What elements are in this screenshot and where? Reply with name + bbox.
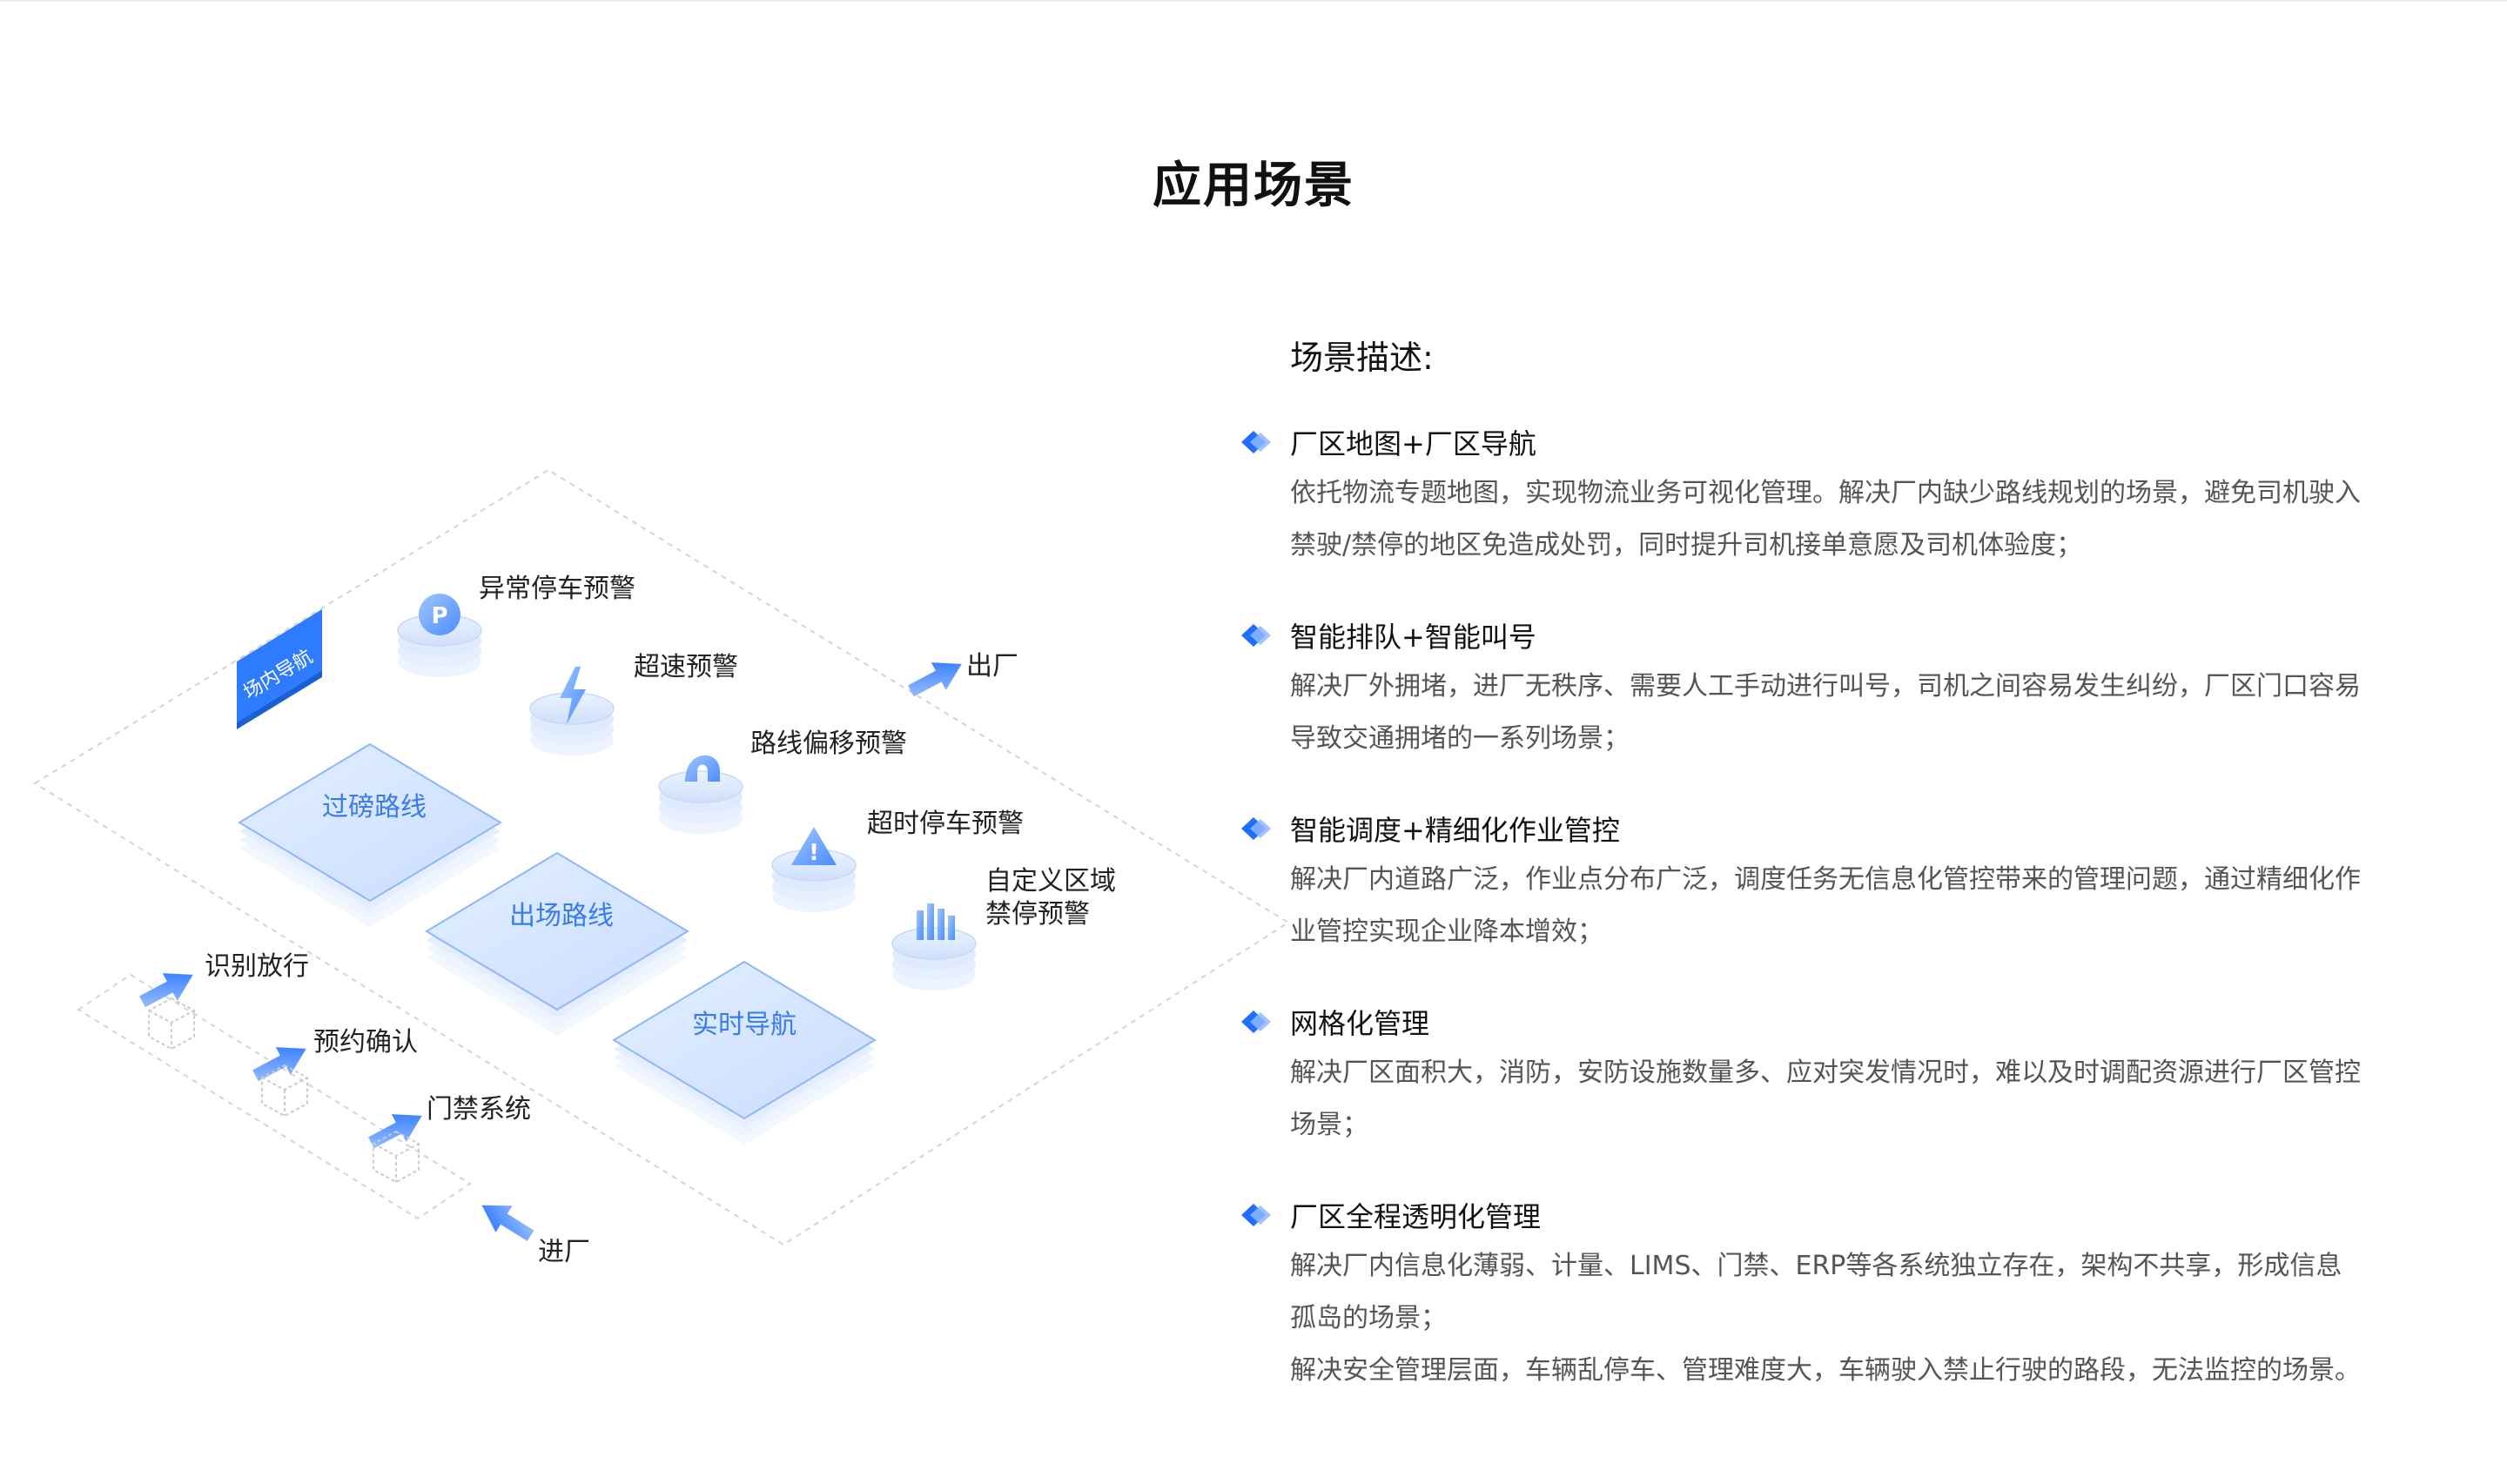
description-line: 场景； [1290, 1110, 1368, 1140]
alert-route-deviation: 路线偏移预警 [750, 729, 907, 759]
gate-step-reservation-label: 预约确认 [313, 1027, 418, 1058]
description-item-title: 厂区地图+厂区导航 [1290, 427, 1536, 460]
diamond-bullet-icon [1241, 431, 1271, 453]
exit-arrow-icon [904, 650, 970, 705]
description-line: 业管控实现企业降本增效； [1290, 917, 1603, 947]
coin-route-deviation [658, 755, 743, 834]
description-line: 解决安全管理层面，车辆乱停车、管理难度大，车辆驶入禁止行驶的路段，无法监控的场景… [1290, 1355, 2361, 1386]
description-line: 孤岛的场景； [1290, 1303, 1447, 1333]
description-item: 厂区全程透明化管理 解决厂内信息化薄弱、计量、LIMS、门禁、ERP等各系统独立… [1236, 1193, 2455, 1397]
floor-outline [33, 468, 1288, 1246]
plate-weighing-route: 过磅路线 [238, 742, 502, 927]
description-line: 解决厂内道路广泛，作业点分布广泛，调度任务无信息化管控带来的管理问题，通过精细化… [1290, 864, 2361, 895]
route-icon [685, 755, 720, 782]
alert-overtime-parking: 超时停车预警 [867, 809, 1024, 839]
plate-realtime-nav: 实时导航 [612, 960, 877, 1145]
exit-label: 出厂 [966, 651, 1018, 682]
diamond-bullet-icon [1241, 624, 1271, 647]
diamond-bullet-icon [1241, 1011, 1271, 1033]
gate-step-recognize: 识别放行 [135, 951, 309, 1051]
description-line: 依托物流专题地图，实现物流业务可视化管理。解决厂内缺少路线规划的场景，避免司机驶… [1290, 478, 2361, 508]
description-item: 网格化管理 解决厂区面积大，消防，安防设施数量多、应对突发情况时，难以及时调配资… [1236, 1000, 2455, 1152]
page-title: 应用场景 [1153, 158, 1354, 214]
description-line: 导致交通拥堵的一系列场景； [1290, 723, 1630, 754]
alert-no-parking: 禁停预警 [985, 899, 1090, 930]
gate-step-access: 门禁系统 [364, 1094, 531, 1184]
gate-step-access-label: 门禁系统 [427, 1094, 531, 1125]
description-line: 解决厂区面积大，消防，安防设施数量多、应对突发情况时，难以及时调配资源进行厂区管… [1290, 1058, 2361, 1088]
coin-custom-area [891, 903, 977, 990]
plate-exit-route: 出场路线 [425, 851, 689, 1036]
plate-weighing-route-label: 过磅路线 [322, 792, 427, 823]
description-item: 智能排队+智能叫号 解决厂外拥堵，进厂无秩序、需要人工手动进行叫号，司机之间容易… [1236, 614, 2455, 765]
cube-icon [148, 997, 195, 1051]
alert-abnormal-parking: 异常停车预警 [479, 574, 635, 604]
description-line: 禁驶/禁停的地区免造成处罚，同时提升司机接单意愿及司机体验度； [1290, 530, 2083, 561]
description-line: 解决厂内信息化薄弱、计量、LIMS、门禁、ERP等各系统独立存在，架构不共享，形… [1290, 1251, 2342, 1281]
scene-description: 场景描述: 厂区地图+厂区导航 依托物流专题地图，实现物流业务可视化管理。解决厂… [1236, 331, 2455, 1439]
arrow-up-right-icon [135, 961, 201, 1016]
description-item: 厂区地图+厂区导航 依托物流专题地图，实现物流业务可视化管理。解决厂内缺少路线规… [1236, 420, 2455, 572]
description-item-title: 智能调度+精细化作业管控 [1290, 814, 1620, 847]
indoor-nav-badge: 场内导航 [237, 609, 322, 729]
entry-label: 进厂 [538, 1237, 590, 1267]
description-title: 场景描述: [1290, 339, 1434, 377]
alert-custom-area: 自定义区域 [985, 866, 1116, 896]
svg-text:!: ! [809, 840, 819, 866]
cube-icon [373, 1130, 420, 1184]
description-item: 智能调度+精细化作业管控 解决厂内道路广泛，作业点分布广泛，调度任务无信息化管控… [1236, 807, 2455, 958]
warning-icon [791, 827, 837, 865]
gate-lane-outline [77, 973, 472, 1220]
entry-arrow-icon [474, 1192, 540, 1249]
area-icon [917, 903, 955, 940]
coin-abnormal-parking: P [397, 594, 482, 677]
alert-speeding: 超速预警 [634, 652, 738, 682]
coin-overtime-parking: ! [771, 827, 857, 912]
top-divider [0, 0, 2507, 2]
description-item-title: 网格化管理 [1290, 1007, 1430, 1040]
gate-step-reservation: 预约确认 [248, 1027, 418, 1118]
lightning-icon [560, 667, 586, 724]
diamond-bullet-icon [1241, 1204, 1271, 1226]
description-line: 解决厂外拥堵，进厂无秩序、需要人工手动进行叫号，司机之间容易发生纠纷，厂区门口容… [1290, 671, 2361, 702]
plate-exit-route-label: 出场路线 [509, 901, 614, 931]
description-item-title: 智能排队+智能叫号 [1290, 621, 1536, 654]
cube-icon [261, 1064, 308, 1118]
gate-step-recognize-label: 识别放行 [205, 951, 309, 982]
diamond-bullet-icon [1241, 817, 1271, 840]
description-item-title: 厂区全程透明化管理 [1290, 1200, 1542, 1233]
coin-speeding [529, 667, 615, 755]
svg-text:P: P [431, 603, 447, 629]
plate-realtime-nav-label: 实时导航 [692, 1010, 796, 1040]
parking-icon [419, 594, 460, 635]
scene-illustration: 场内导航 过磅路线 出场路线 实时导航 P 异常停车预警 [33, 468, 1288, 1267]
